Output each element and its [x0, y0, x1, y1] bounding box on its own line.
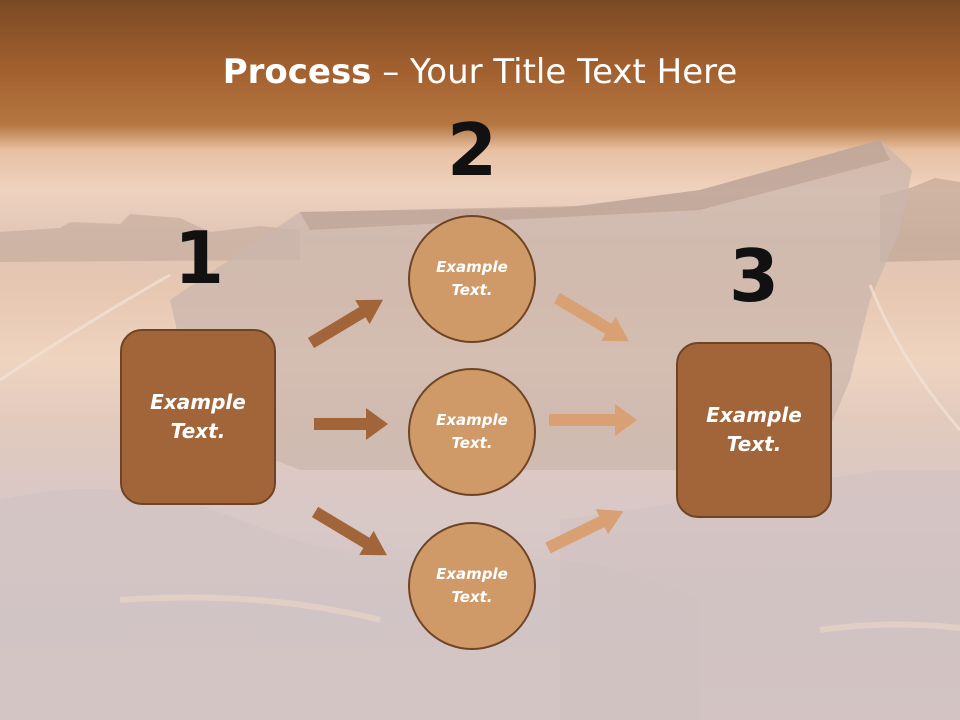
arrow-1-to-bottom [311, 506, 388, 556]
step-2-circle-bottom[interactable]: Example Text. [408, 522, 536, 650]
title-rest: – Your Title Text Here [371, 52, 738, 92]
step-3-box[interactable]: Example Text. [676, 342, 832, 518]
arrow-bottom-to-3 [545, 509, 624, 554]
arrow-top-to-3 [553, 292, 630, 342]
step-1-box[interactable]: Example Text. [120, 329, 276, 505]
step-1-text: Example Text. [150, 390, 246, 443]
step-2-circle-top[interactable]: Example Text. [408, 215, 536, 343]
circle-middle-text: Example Text. [436, 411, 508, 452]
step-2-circle-middle[interactable]: Example Text. [408, 368, 536, 496]
circle-top-text: Example Text. [436, 258, 508, 299]
step-number-3: 3 [728, 234, 780, 318]
circle-bottom-text: Example Text. [436, 565, 508, 606]
title-bold: Process [222, 52, 372, 92]
step-number-1: 1 [173, 216, 225, 300]
arrow-middle-to-3 [549, 404, 637, 436]
arrow-1-to-top [307, 299, 384, 349]
arrow-1-to-middle [314, 408, 388, 440]
step-number-2: 2 [446, 108, 498, 192]
slide-title: Process – Your Title Text Here [0, 52, 960, 92]
step-3-text: Example Text. [706, 403, 802, 456]
